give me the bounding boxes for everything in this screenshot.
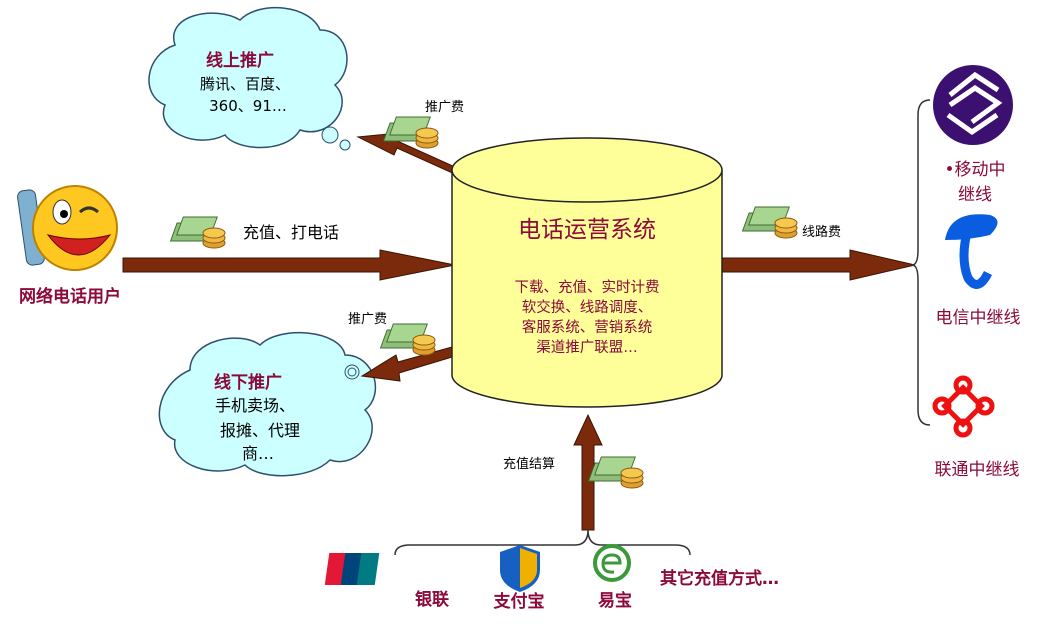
payment-label: 支付宝	[494, 591, 545, 612]
recharge-settle-label: 充值结算	[503, 456, 555, 472]
china-telecom-logo	[945, 214, 998, 289]
payment-label: 易宝	[598, 590, 632, 611]
china-unicom-logo	[932, 375, 995, 438]
offline-promo-line: 手机卖场、	[215, 396, 295, 415]
promo-fee-label: 推广费	[348, 312, 387, 327]
online-promo-line: 腾讯、百度、	[200, 75, 290, 93]
svg-text:银联: 银联	[432, 572, 448, 582]
line-fee-label: 线路费	[802, 224, 841, 240]
carrier-brace	[911, 99, 931, 426]
offline-promo-line: 报摊、代理	[220, 421, 300, 440]
svg-text:UnionPay: UnionPay	[408, 561, 456, 571]
china-mobile-logo	[933, 65, 1013, 145]
money-icon	[170, 216, 226, 249]
system-feature-line: 下载、充值、实时计费	[515, 279, 660, 296]
payment-label: 银联	[415, 589, 449, 610]
arrow-user-to-system	[122, 249, 456, 281]
smiley-phone-icon	[17, 185, 118, 271]
system-feature-line: 渠道推广联盟…	[536, 339, 638, 356]
offline-promo-title: 线下推广	[214, 372, 282, 393]
online-promo-line: 360、91…	[209, 97, 287, 115]
carrier-label: 联通中继线	[935, 460, 1020, 480]
operation-system-cylinder: 电话运营系统 下载、充值、实时计费 软交换、线路调度、 客服系统、营销系统 渠道…	[451, 137, 723, 408]
online-promo-title: 线上推广	[206, 50, 274, 71]
alipay-shield-icon	[500, 545, 540, 592]
unionpay-logo: UnionPay 银联	[324, 553, 457, 585]
arrows	[122, 132, 916, 531]
money-icon	[742, 206, 798, 239]
offline-promo-cloud: 线下推广 手机卖场、 报摊、代理 商…	[158, 332, 376, 477]
recharge-call-label: 充值、打电话	[243, 223, 339, 242]
carrier-label: •移动中	[944, 160, 1005, 180]
user-label: 网络电话用户	[19, 286, 121, 307]
system-feature-line: 客服系统、营销系统	[522, 319, 653, 336]
carrier-label: 继线	[958, 185, 992, 205]
system-feature-line: 软交换、线路调度、	[522, 298, 653, 316]
money-icon	[588, 456, 644, 489]
arrow-system-to-online	[356, 132, 458, 176]
payment-brace	[394, 529, 691, 556]
other-payment-label: 其它充值方式…	[660, 568, 779, 589]
promo-fee-label: 推广费	[425, 100, 464, 115]
system-title: 电话运营系统	[518, 217, 656, 243]
carrier-label: 电信中继线	[936, 308, 1021, 328]
money-icon	[380, 323, 436, 356]
arrow-payment-to-system	[573, 413, 603, 531]
online-promo-cloud: 线上推广 腾讯、百度、 360、91…	[148, 7, 351, 151]
yeepay-icon	[593, 544, 631, 582]
arrow-system-to-carriers	[721, 249, 916, 281]
offline-promo-line: 商…	[242, 444, 274, 463]
